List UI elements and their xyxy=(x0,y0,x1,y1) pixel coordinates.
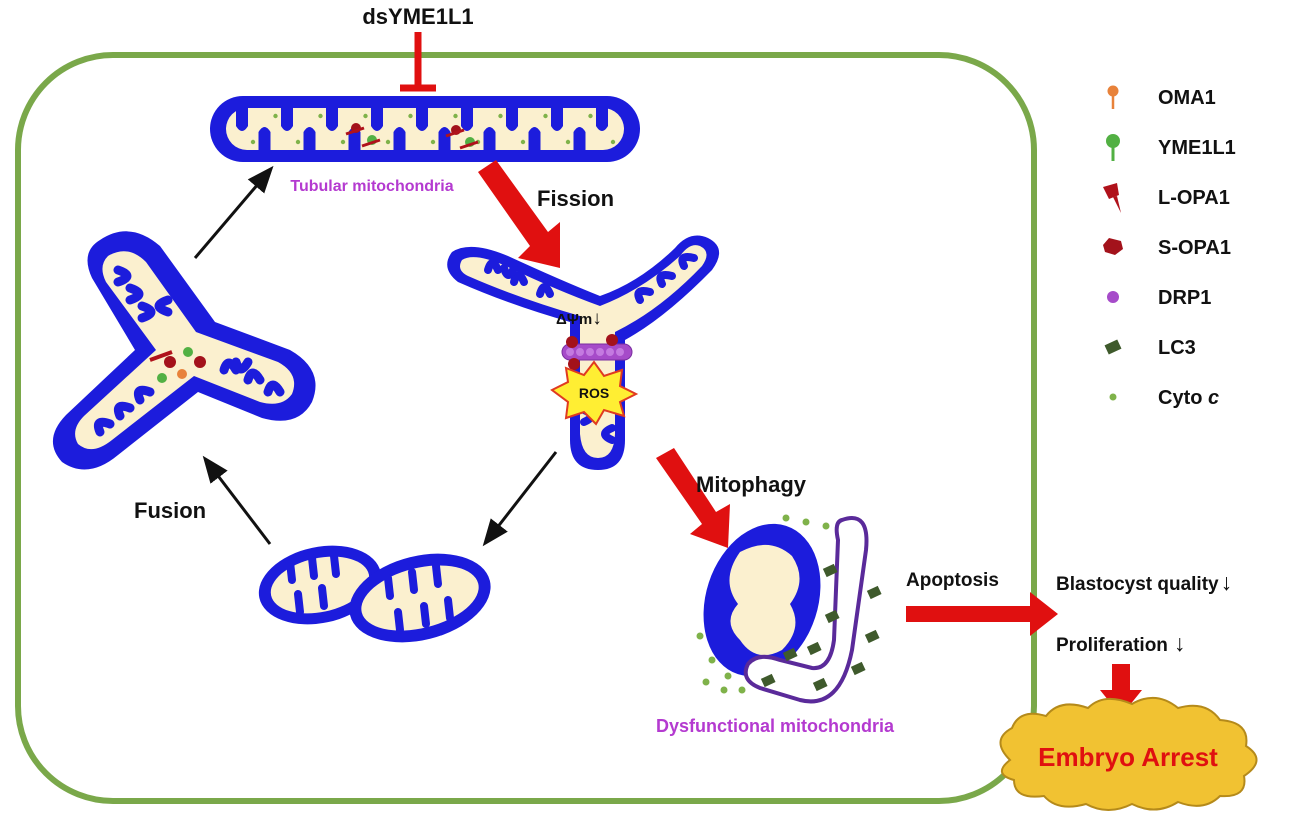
proliferation-label: Proliferation↓ xyxy=(1056,630,1185,656)
branched-mitochondrion xyxy=(52,231,316,470)
legend-item-yme1l1: YME1L1 xyxy=(1106,134,1236,161)
legend-item-s-opa1: S-OPA1 xyxy=(1103,237,1231,259)
autophagosome xyxy=(743,516,869,704)
branched-folds xyxy=(93,265,285,437)
fission-arrow xyxy=(478,160,560,268)
legend-label-l-opa1: L-OPA1 xyxy=(1158,187,1230,209)
dysfunctional-mitochondrion xyxy=(703,523,821,677)
fragmented-mitochondria xyxy=(258,545,491,643)
mitophagy-arrow xyxy=(656,448,730,548)
ros-burst: ROS xyxy=(550,360,639,426)
fission-label: Fission xyxy=(537,186,614,211)
dysfunctional-label: Dysfunctional mitochondria xyxy=(656,716,895,736)
inhibition-bar xyxy=(400,32,436,92)
tubular-label: Tubular mitochondria xyxy=(290,178,453,195)
inhibitor-label: dsYME1L1 xyxy=(362,4,473,29)
fissioning-mitochondrion xyxy=(447,235,720,470)
fragment-folds xyxy=(286,552,454,634)
arrow-fission-to-fragments xyxy=(482,451,558,547)
fission-folds xyxy=(484,253,698,444)
tubular-mitochondrion xyxy=(210,96,640,162)
legend-label-yme1l1: YME1L1 xyxy=(1158,137,1236,159)
legend-label-drp1: DRP1 xyxy=(1158,287,1211,309)
embryo-arrest-cloud: Embryo Arrest xyxy=(999,697,1258,811)
legend-item-oma1: OMA1 xyxy=(1107,85,1216,109)
arrow-branched-to-tubular xyxy=(193,165,274,259)
legend-label-cyto-c: Cyto c xyxy=(1158,387,1219,409)
legend-item-lc3: LC3 xyxy=(1104,337,1196,359)
fusion-label: Fusion xyxy=(134,498,206,523)
drp1-icon xyxy=(1107,291,1119,303)
ros-label: ROS xyxy=(579,385,609,401)
delta-psi-label: ΔΨm↓ xyxy=(556,308,602,329)
blastocyst-quality-label: Blastocyst quality↓ xyxy=(1056,569,1232,595)
apoptosis-label: Apoptosis xyxy=(906,570,999,591)
cell-boundary xyxy=(15,52,1037,804)
cyto-c-icon xyxy=(1109,393,1117,401)
mitophagy-label: Mitophagy xyxy=(696,472,807,497)
branched-opa1-cluster xyxy=(149,347,206,383)
l-opa1-icon xyxy=(1103,183,1121,213)
lc3-markers xyxy=(760,563,882,692)
legend-item-drp1: DRP1 xyxy=(1107,287,1211,309)
legend-label-lc3: LC3 xyxy=(1158,337,1196,359)
released-cyto-c xyxy=(696,514,830,694)
embryo-arrest-label: Embryo Arrest xyxy=(1038,742,1218,772)
oma1-icon xyxy=(1107,85,1119,109)
drp1-beads xyxy=(566,348,624,356)
legend-label-s-opa1: S-OPA1 xyxy=(1158,237,1231,259)
legend-item-cyto-c: Cyto c xyxy=(1109,387,1219,409)
legend-item-l-opa1: L-OPA1 xyxy=(1103,183,1230,213)
legend-label-oma1: OMA1 xyxy=(1158,87,1216,109)
s-opa1-icon xyxy=(1103,238,1123,255)
lc3-icon xyxy=(1104,339,1122,355)
apoptosis-arrow xyxy=(906,592,1058,636)
yme1l1-icon xyxy=(1106,134,1120,161)
arrow-fragments-to-branched xyxy=(202,455,272,545)
